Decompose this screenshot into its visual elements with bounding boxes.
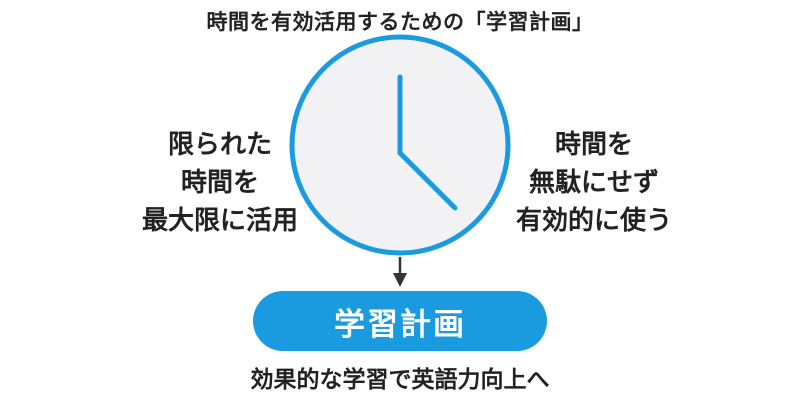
right-description: 時間を 無駄にせず 有効的に使う [484, 126, 704, 240]
diagram-title: 時間を有効活用するための「学習計画」 [206, 10, 594, 34]
bottom-caption: 効果的な学習で英語力向上へ [250, 367, 550, 393]
left-line-1: 限られた [167, 130, 272, 160]
study-plan-pill: 学習計画 [253, 291, 547, 351]
right-line-1: 時間を [554, 130, 633, 160]
left-description: 限られた 時間を 最大限に活用 [110, 126, 330, 240]
left-line-2: 時間を [180, 168, 259, 198]
left-line-3: 最大限に活用 [141, 206, 298, 236]
study-plan-label: 学習計画 [334, 306, 466, 343]
clock-minute-hand [397, 150, 458, 211]
right-line-3: 有効的に使う [515, 206, 672, 236]
right-line-2: 無駄にせず [528, 168, 659, 198]
arrow-down-icon [393, 257, 407, 287]
